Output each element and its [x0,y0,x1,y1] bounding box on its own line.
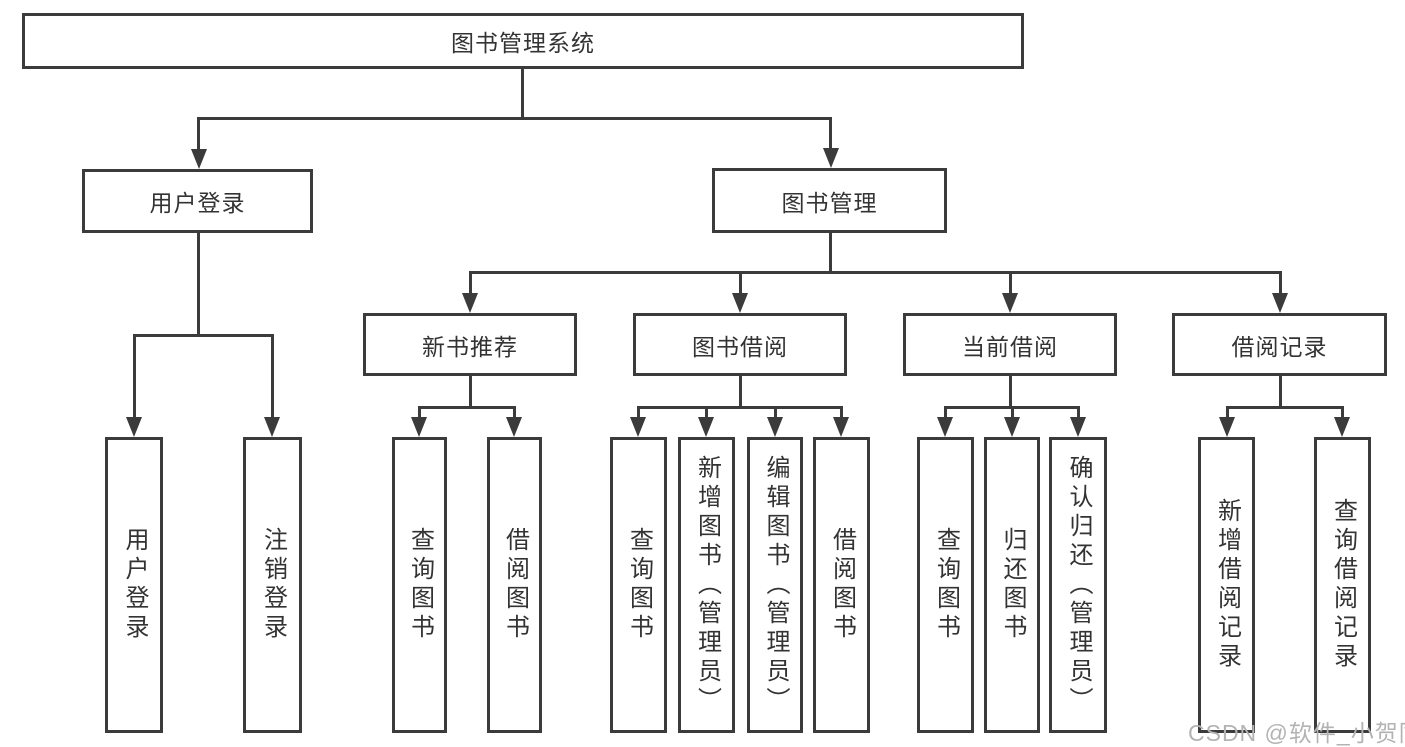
connector-line [133,334,136,418]
connector-line [1226,406,1344,409]
leaf-confirm-return-admin: 确认归还（管理员） [1049,437,1107,733]
leaf-query-books-recommend: 查询图书 [392,437,447,733]
node-label: 注销登录 [259,527,287,643]
node-label: 图书管理 [781,189,878,216]
connector-line [774,406,777,419]
connector-line [1226,406,1229,419]
csdn-watermark: CSDN @软件_小贺同学 [1188,720,1405,746]
connector-line [197,117,200,151]
node-book-management: 图书管理 [712,168,947,233]
connector-line [418,406,516,409]
node-current-borrowing: 当前借阅 [903,313,1117,376]
leaf-edit-books-admin: 编辑图书（管理员） [747,437,803,733]
connector-line [739,271,742,294]
arrow-down-icon [1272,293,1288,313]
node-book-borrowing: 图书借阅 [633,313,847,376]
node-label: 新增借阅记录 [1213,498,1241,672]
arrow-down-icon [264,417,280,437]
arrow-down-icon [1334,417,1350,437]
node-label: 图书借阅 [692,333,788,360]
connector-line [197,117,832,120]
arrow-down-icon [698,417,714,437]
connector-line [637,406,640,419]
connector-line [1011,406,1014,419]
node-label: 用户登录 [149,190,246,216]
connector-line [1279,271,1282,294]
node-label: 借阅图书 [828,527,856,643]
node-label: 查询图书 [625,527,653,643]
arrow-down-icon [1004,417,1020,437]
connector-line [133,334,274,337]
connector-line [418,406,421,419]
node-label: 新书推荐 [422,333,518,360]
node-label: 借阅图书 [501,527,529,643]
arrow-down-icon [126,417,142,437]
arrow-down-icon [937,417,953,437]
node-label: 新增图书（管理员） [693,454,721,716]
arrow-down-icon [1070,417,1086,437]
connector-line [521,67,524,119]
connector-line [271,334,274,418]
node-label: 查询借阅记录 [1329,498,1357,672]
leaf-borrow-books: 借阅图书 [813,437,870,733]
node-label: 归还图书 [999,527,1026,643]
connector-line [637,406,843,409]
connector-line [739,376,742,409]
connector-line [1009,376,1012,409]
leaf-user-login: 用户登录 [105,437,163,733]
leaf-add-borrow-record: 新增借阅记录 [1198,437,1255,733]
node-label: 查询图书 [406,527,434,643]
arrow-down-icon [732,293,748,313]
arrow-down-icon [767,417,783,437]
arrow-down-icon [833,417,849,437]
connector-line [1279,376,1282,409]
node-label: 确认归还（管理员） [1065,454,1092,716]
connector-line [197,233,200,337]
arrow-down-icon [1219,417,1235,437]
leaf-query-books-current: 查询图书 [917,437,974,733]
node-label: 借阅记录 [1231,333,1328,360]
connector-line [470,271,1281,274]
leaf-query-borrow-record: 查询借阅记录 [1314,437,1371,733]
arrow-down-icon [823,148,839,168]
node-label: 查询图书 [932,527,960,643]
leaf-borrow-books-recommend: 借阅图书 [487,437,542,733]
leaf-query-books-borrowing: 查询图书 [610,437,667,733]
node-borrowing-records: 借阅记录 [1172,313,1387,376]
connector-line [829,117,832,150]
node-label: 当前借阅 [962,333,1058,360]
leaf-add-books-admin: 新增图书（管理员） [678,437,735,733]
leaf-return-books: 归还图书 [984,437,1040,733]
connector-line [829,233,832,274]
connector-line [840,406,843,419]
node-new-book-recommendation: 新书推荐 [363,313,577,376]
connector-line [944,406,947,419]
connector-line [1077,406,1080,419]
arrow-down-icon [506,417,522,437]
connector-line [1341,406,1344,419]
node-label: 用户登录 [121,527,148,643]
arrow-down-icon [630,417,646,437]
connector-line [1009,271,1012,294]
arrow-down-icon [191,149,207,169]
leaf-logout: 注销登录 [243,437,302,733]
connector-line [513,406,516,419]
node-label: 图书管理系统 [451,30,595,56]
node-user-login: 用户登录 [82,169,313,233]
connector-line [469,271,472,294]
connector-line [705,406,708,419]
node-library-management-system: 图书管理系统 [22,13,1024,69]
arrow-down-icon [1002,293,1018,313]
arrow-down-icon [462,293,478,313]
connector-line [469,376,472,409]
arrow-down-icon [411,417,427,437]
node-label: 编辑图书（管理员） [762,454,789,716]
